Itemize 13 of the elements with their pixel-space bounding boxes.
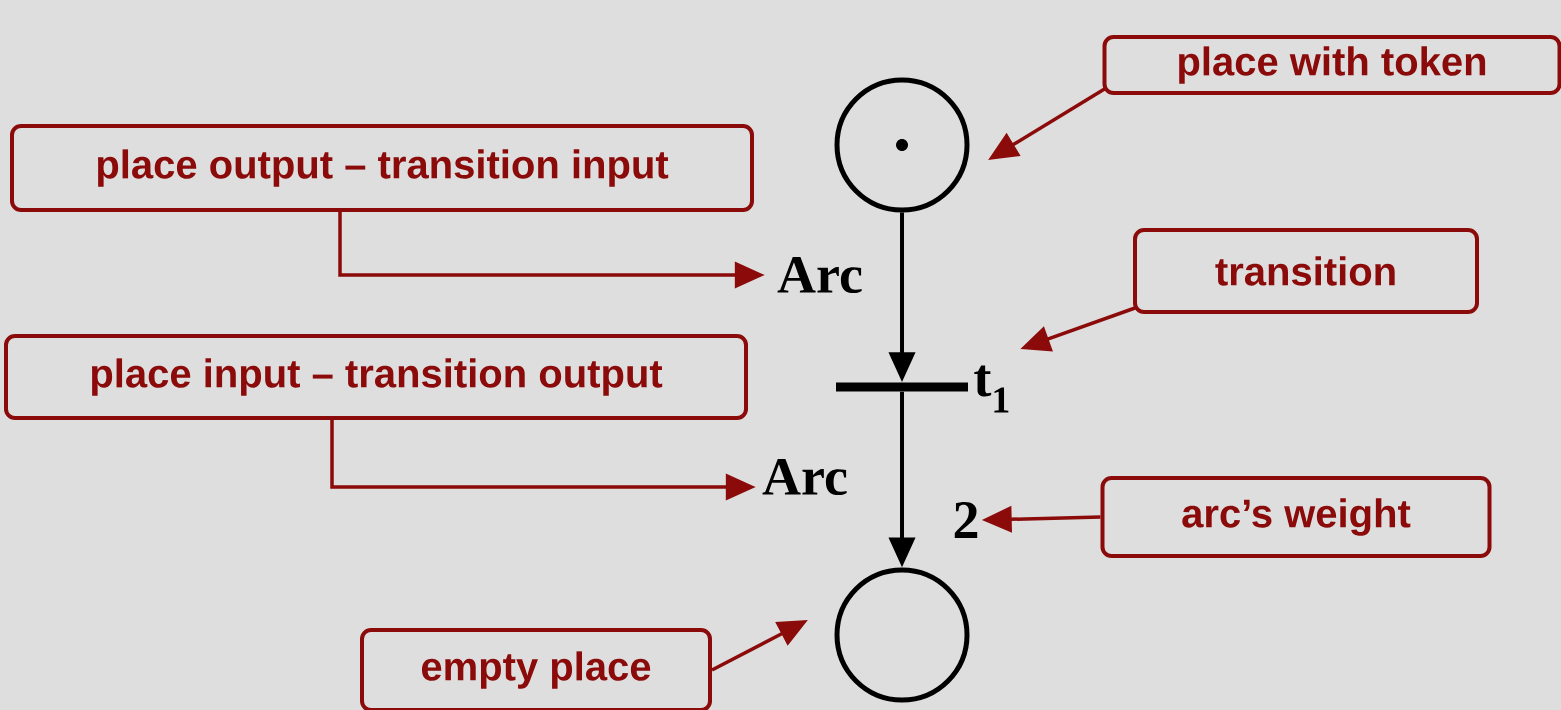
diagram-label: Arc (777, 256, 862, 294)
place-circle (834, 77, 970, 213)
diagram-label: 2 (954, 502, 978, 538)
place-circle (834, 567, 970, 703)
callout-box: place output – transition input (10, 124, 754, 212)
callout-box: arc’s weight (1100, 476, 1492, 558)
transition-label: t$_{1}$ (974, 365, 1009, 413)
callout-box: place with token (1102, 35, 1561, 95)
callout-box: place input – transition output (4, 334, 748, 420)
transition-bar (836, 382, 968, 392)
callout-box: empty place (360, 628, 712, 710)
diagram-label: Arc (762, 458, 847, 496)
callout-box: transition (1133, 228, 1479, 314)
